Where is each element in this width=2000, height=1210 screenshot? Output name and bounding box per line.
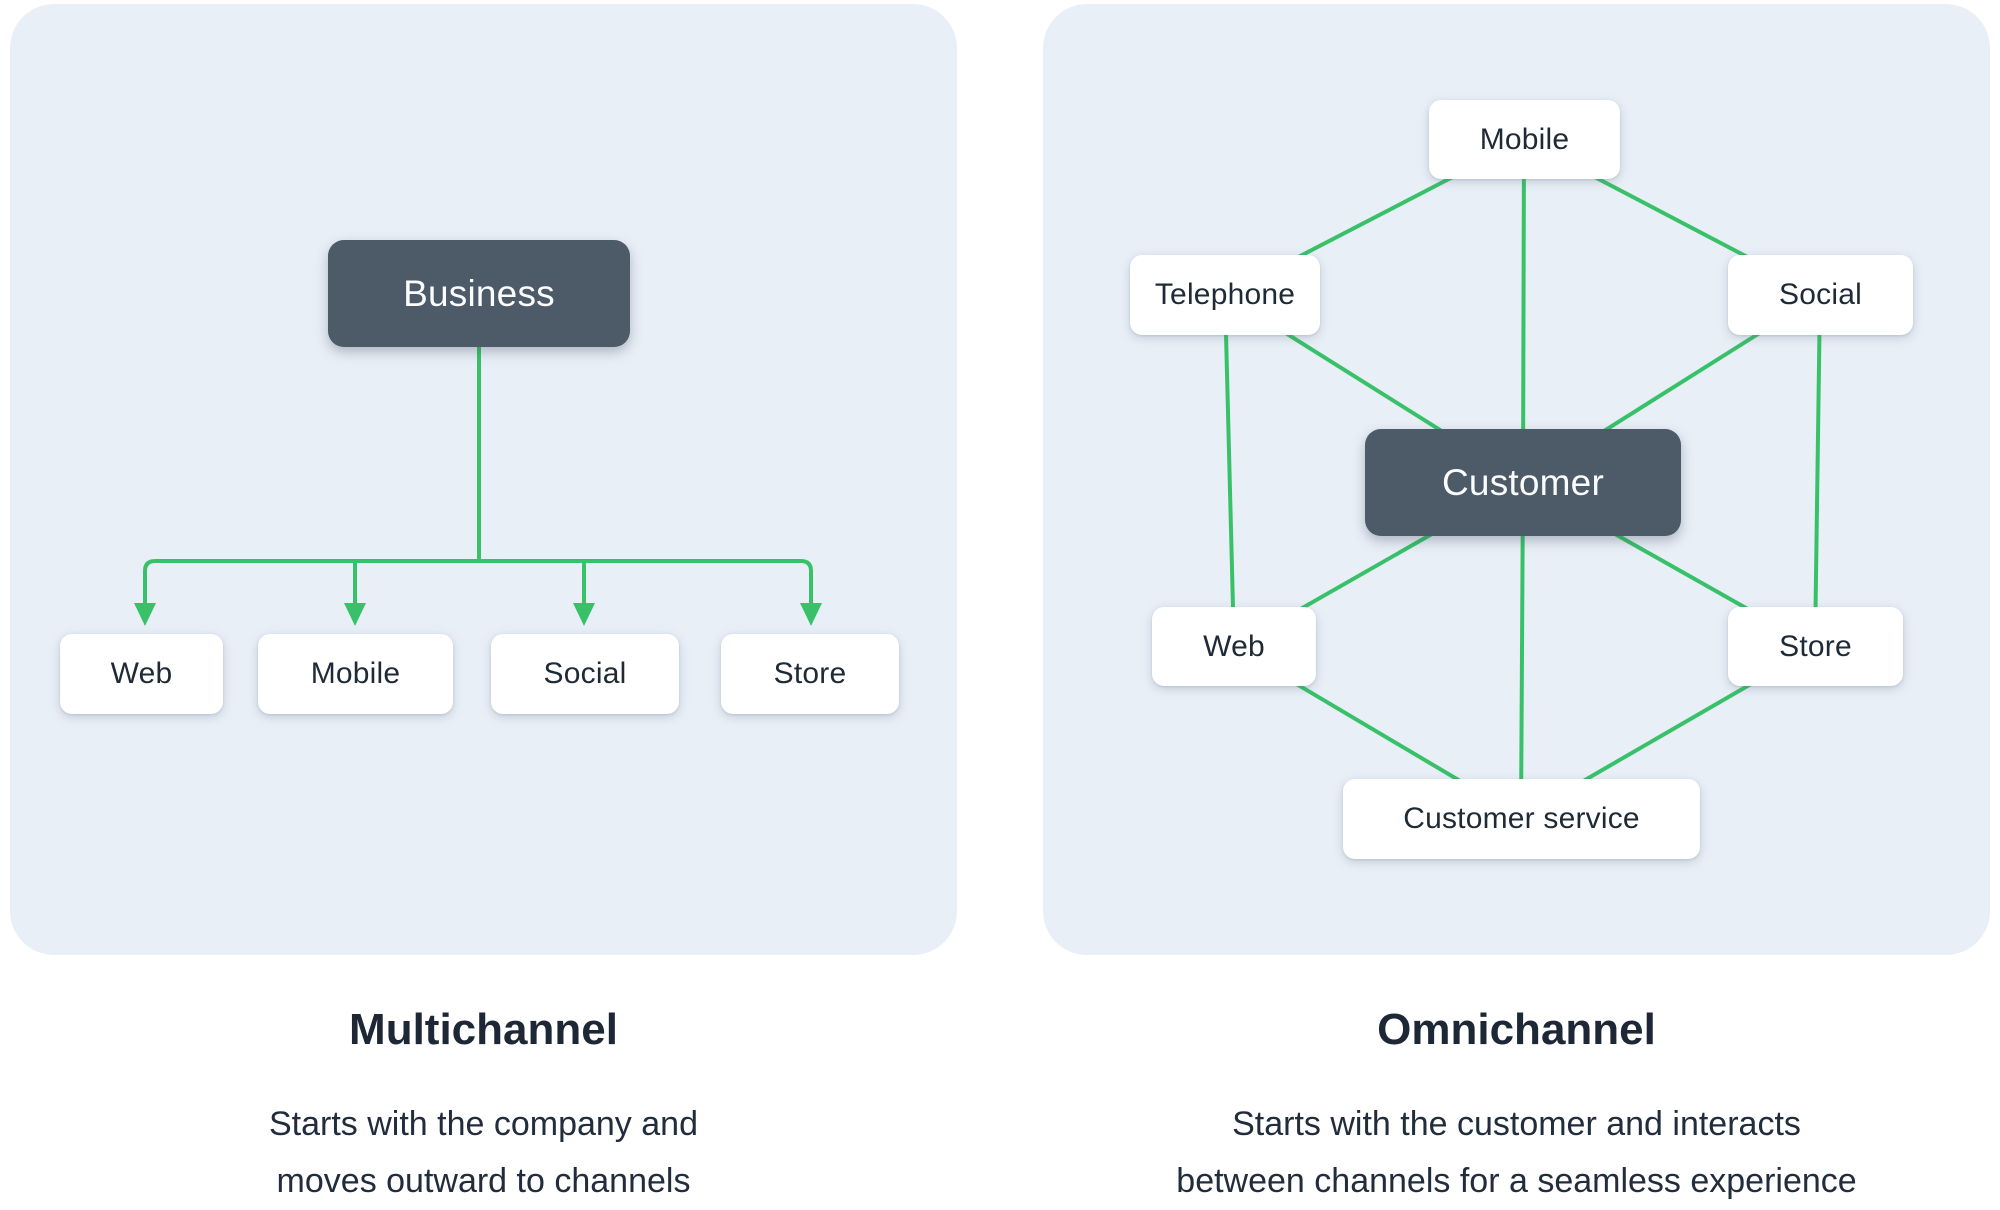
node-web-multichannel-label: Web — [110, 657, 173, 690]
edge-customer-customer-service — [1519, 481, 1525, 818]
omnichannel-title: Omnichannel — [1377, 1005, 1656, 1054]
omnichannel-description-line-2: between channels for a seamless experien… — [1176, 1162, 1857, 1200]
omnichannel-panel: Mobile Telephone Social Customer Web Sto… — [1043, 4, 1990, 955]
node-mobile-omnichannel-label: Mobile — [1479, 122, 1570, 156]
node-customer-service-label: Customer service — [1403, 802, 1640, 835]
omnichannel-description-line-1: Starts with the customer and interacts — [1232, 1105, 1801, 1143]
node-mobile-multichannel-label: Mobile — [310, 657, 401, 690]
node-web-omnichannel-label: Web — [1203, 629, 1265, 663]
connector-distribution-bar — [143, 559, 813, 605]
node-social-omnichannel-label: Social — [1779, 278, 1862, 311]
node-customer-service: Customer service — [1343, 779, 1700, 859]
arrowhead-store — [800, 603, 822, 626]
node-store-omnichannel-label: Store — [1779, 629, 1852, 663]
multichannel-description: Starts with the company and moves outwar… — [10, 1096, 957, 1210]
node-customer-label: Customer — [1442, 461, 1604, 503]
multichannel-description-line-2: moves outward to channels — [276, 1162, 691, 1200]
arrowhead-mobile — [344, 603, 366, 626]
node-telephone-omnichannel-label: Telephone — [1154, 278, 1296, 311]
edge-mobile-customer — [1521, 139, 1526, 483]
node-web-multichannel: Web — [60, 634, 223, 714]
multichannel-panel: Business Web Mobile Social Store — [10, 4, 957, 955]
node-store-multichannel-label: Store — [773, 657, 847, 690]
edge-social-store — [1813, 294, 1822, 648]
node-web-omnichannel: Web — [1152, 607, 1316, 686]
multichannel-title: Multichannel — [349, 1005, 618, 1054]
node-social-omnichannel: Social — [1728, 255, 1913, 335]
node-telephone-omnichannel: Telephone — [1130, 255, 1320, 335]
arrowhead-social — [573, 603, 595, 626]
edge-telephone-web — [1223, 294, 1236, 648]
node-business-label: Business — [403, 272, 555, 314]
node-mobile-multichannel: Mobile — [258, 634, 453, 714]
node-business: Business — [328, 240, 630, 347]
node-social-multichannel-label: Social — [543, 657, 627, 690]
node-mobile-omnichannel: Mobile — [1429, 100, 1620, 179]
node-social-multichannel: Social — [491, 634, 679, 714]
omnichannel-description: Starts with the customer and interacts b… — [1043, 1096, 1990, 1210]
node-store-omnichannel: Store — [1728, 607, 1903, 686]
arrowhead-web — [134, 603, 156, 626]
node-customer: Customer — [1365, 429, 1681, 536]
node-store-multichannel: Store — [721, 634, 899, 714]
multichannel-connectors — [134, 347, 822, 626]
multichannel-description-line-1: Starts with the company and — [268, 1105, 698, 1143]
